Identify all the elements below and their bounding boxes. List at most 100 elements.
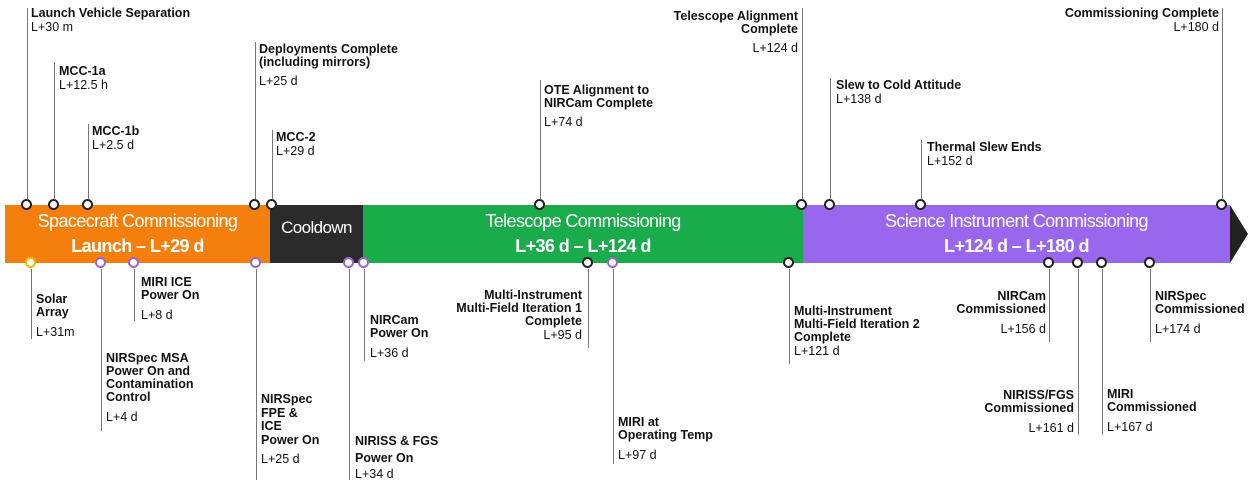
connector-line bbox=[1102, 269, 1103, 435]
event-date: L+30 m bbox=[31, 20, 74, 34]
connector-line bbox=[349, 269, 350, 480]
event-date: L+124 d bbox=[752, 41, 798, 55]
event-title: MCC-1a bbox=[59, 64, 106, 78]
event-date: L+34 d bbox=[355, 467, 394, 481]
phase-block-cooldown bbox=[270, 205, 363, 263]
event-title: Thermal Slew Ends bbox=[927, 140, 1042, 154]
event-title: OTE Alignment to NIRCam Complete bbox=[544, 83, 654, 110]
event-date: L+74 d bbox=[544, 115, 583, 129]
event-telescope-alignment: Telescope Alignment Complete L+124 d bbox=[674, 10, 798, 55]
event-title: NIRISS/FGS Commissioned bbox=[984, 388, 1074, 415]
event-nirspec-commissioned: NIRSpec Commissioned L+174 d bbox=[1155, 290, 1245, 336]
connector-line bbox=[613, 269, 614, 464]
connector-line bbox=[54, 62, 55, 199]
connector-line bbox=[802, 8, 803, 199]
event-title: Solar Array bbox=[36, 292, 69, 319]
event-title: NIRCam Power On bbox=[370, 313, 429, 340]
event-title: Deployments Complete (including mirrors) bbox=[259, 42, 398, 69]
milestone-marker bbox=[249, 199, 260, 210]
milestone-marker bbox=[1096, 257, 1107, 268]
connector-line bbox=[31, 269, 32, 339]
connector-line bbox=[921, 140, 922, 199]
event-date: L+121 d bbox=[794, 344, 840, 358]
connector-line bbox=[1222, 8, 1223, 199]
event-miri-operating-temp: MIRI at Operating Temp L+97 d bbox=[618, 416, 713, 462]
event-date: L+8 d bbox=[141, 308, 173, 322]
event-date: L+36 d bbox=[370, 346, 409, 360]
connector-line bbox=[255, 42, 256, 199]
milestone-marker bbox=[48, 199, 59, 210]
phase-block-science bbox=[803, 205, 1230, 263]
event-mimf-iteration-1: Multi-Instrument Multi-Field Iteration 1… bbox=[456, 289, 582, 342]
event-title: Multi-Instrument Multi-Field Iteration 1… bbox=[456, 288, 582, 328]
event-date: L+12.5 h bbox=[59, 78, 109, 92]
milestone-marker bbox=[1216, 199, 1227, 210]
milestone-marker bbox=[358, 257, 369, 268]
phase-telescope: Telescope Commissioning L+36 d – L+124 d bbox=[363, 205, 803, 263]
connector-line bbox=[27, 8, 28, 199]
phase-name: Spacecraft Commissioning bbox=[37, 211, 238, 231]
event-title: NIRSpec Commissioned bbox=[1155, 289, 1245, 316]
event-mcc-2: MCC-2 L+29 d bbox=[276, 131, 316, 158]
event-title: MIRI ICE Power On bbox=[141, 275, 200, 302]
milestone-marker bbox=[915, 199, 926, 210]
phase-spacecraft: Spacecraft Commissioning Launch – L+29 d bbox=[5, 205, 270, 263]
event-title: Launch Vehicle Separation bbox=[31, 6, 191, 20]
connector-line bbox=[88, 124, 89, 199]
event-nirspec-msa: NIRSpec MSA Power On and Contamination C… bbox=[106, 352, 194, 424]
event-ote-alignment: OTE Alignment to NIRCam Complete L+74 d bbox=[544, 84, 653, 129]
connector-line bbox=[830, 78, 831, 199]
connector-line bbox=[364, 269, 365, 361]
milestone-marker bbox=[1072, 257, 1083, 268]
event-mcc-1a: MCC-1a L+12.5 h bbox=[59, 65, 108, 92]
milestone-marker bbox=[582, 257, 593, 268]
event-nircam-commissioned: NIRCam Commissioned L+156 d bbox=[956, 290, 1046, 336]
milestone-marker bbox=[1144, 257, 1155, 268]
milestone-marker bbox=[783, 257, 794, 268]
milestone-marker bbox=[21, 199, 32, 210]
event-title: NIRSpec MSA Power On and Contamination C… bbox=[106, 351, 194, 404]
event-date: L+25 d bbox=[259, 74, 298, 88]
event-date: L+29 d bbox=[276, 144, 315, 158]
milestone-marker bbox=[607, 257, 618, 268]
milestone-marker bbox=[95, 257, 106, 268]
phase-science: Science Instrument Commissioning L+124 d… bbox=[803, 205, 1230, 263]
event-niriss-fgs-power-on: NIRISS & FGS Power On L+34 d bbox=[355, 433, 438, 481]
connector-line bbox=[272, 130, 273, 199]
event-date: L+174 d bbox=[1155, 322, 1201, 336]
event-date: L+4 d bbox=[106, 410, 138, 424]
event-title: Telescope Alignment Complete bbox=[673, 9, 798, 36]
event-thermal-slew-ends: Thermal Slew Ends L+152 d bbox=[927, 141, 1042, 168]
connector-line bbox=[588, 269, 589, 348]
event-title: MCC-2 bbox=[276, 130, 316, 144]
milestone-marker bbox=[128, 257, 139, 268]
event-mimf-iteration-2: Multi-Instrument Multi-Field Iteration 2… bbox=[794, 305, 920, 358]
event-commissioning-complete: Commissioning Complete L+180 d bbox=[1065, 7, 1219, 34]
event-nirspec-fpe-ice: NIRSpec FPE & ICE Power On L+25 d bbox=[261, 392, 320, 466]
event-date: L+138 d bbox=[836, 92, 882, 106]
event-date: L+2.5 d bbox=[92, 138, 135, 152]
event-title: MIRI Commissioned bbox=[1107, 387, 1197, 414]
event-miri-ice-power-on: MIRI ICE Power On L+8 d bbox=[141, 276, 199, 322]
connector-line bbox=[134, 269, 135, 321]
event-title: MIRI at Operating Temp bbox=[618, 415, 713, 442]
connector-line bbox=[1049, 269, 1050, 342]
event-title: NIRSpec FPE & ICE Power On bbox=[261, 392, 320, 447]
event-slew-cold-attitude: Slew to Cold Attitude L+138 d bbox=[836, 79, 961, 106]
event-date: L+152 d bbox=[927, 154, 973, 168]
milestone-marker bbox=[250, 257, 261, 268]
milestone-marker bbox=[534, 199, 545, 210]
event-title: MCC-1b bbox=[92, 124, 140, 138]
connector-line bbox=[1078, 269, 1079, 435]
event-title: NIRISS & FGS Power On bbox=[355, 434, 439, 465]
event-niriss-fgs-commissioned: NIRISS/FGS Commissioned L+161 d bbox=[984, 389, 1074, 435]
phase-range: L+36 d – L+124 d bbox=[515, 236, 651, 256]
event-title: Commissioning Complete bbox=[1064, 6, 1219, 20]
milestone-marker bbox=[1043, 257, 1054, 268]
event-date: L+25 d bbox=[261, 452, 300, 466]
phase-range: Launch – L+29 d bbox=[71, 236, 204, 256]
event-launch-vehicle-separation: Launch Vehicle Separation L+30 m bbox=[31, 7, 190, 34]
connector-line bbox=[789, 269, 790, 364]
